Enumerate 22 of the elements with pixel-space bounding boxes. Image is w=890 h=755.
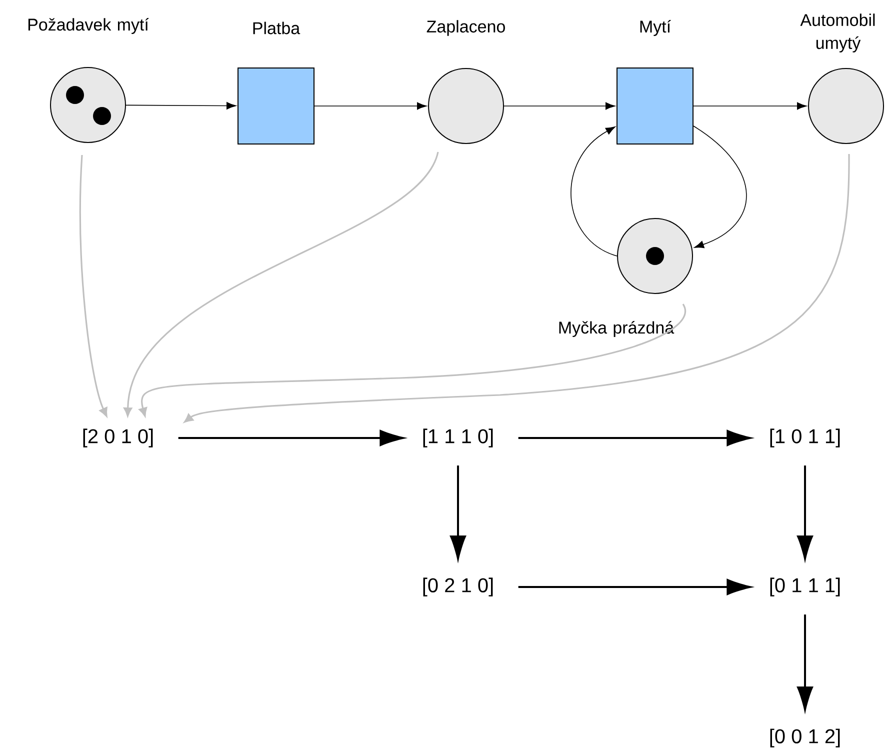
arrow xyxy=(138,304,686,417)
marking-label: [1 1 1 0] xyxy=(423,428,493,448)
arrow xyxy=(184,154,850,423)
arrow xyxy=(693,126,747,248)
marking-label: [2 0 1 0] xyxy=(83,428,153,448)
arrow xyxy=(693,102,807,110)
arrow xyxy=(314,102,427,110)
arrow xyxy=(124,152,439,417)
arrow xyxy=(504,102,616,110)
node-label: Myčka prázdná xyxy=(559,320,674,338)
marking-label: [0 2 1 0] xyxy=(423,578,493,596)
node-label: Automobil umytý xyxy=(800,14,875,52)
arrow xyxy=(79,154,108,417)
node-label: Zaplaceno xyxy=(426,20,505,36)
node-label: Platba xyxy=(253,22,300,34)
arrow xyxy=(570,126,618,256)
marking-label: [1 0 1 1] xyxy=(770,428,840,448)
node-label: Požadavek mytí xyxy=(28,18,149,34)
arrow xyxy=(126,102,236,110)
marking-label: [0 1 1 1] xyxy=(770,578,840,596)
marking-label: [0 0 1 2] xyxy=(770,728,840,748)
node-label: Mytí xyxy=(640,20,671,36)
